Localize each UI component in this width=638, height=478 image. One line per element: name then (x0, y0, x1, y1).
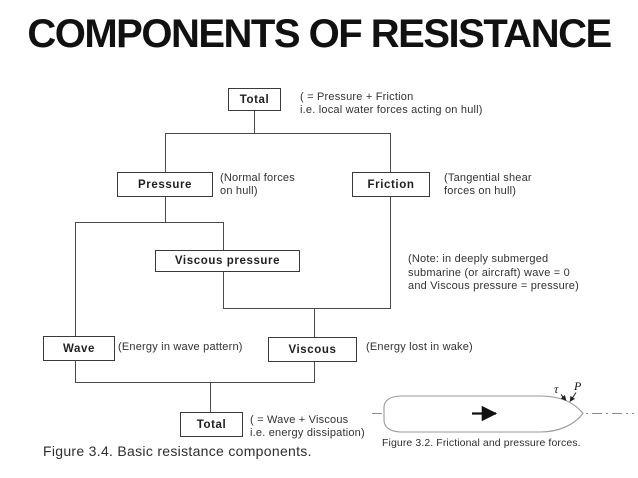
annotation-line: (Tangential shear (444, 172, 532, 184)
node-viscous-label: Viscous (288, 343, 337, 356)
annotation-line: ( = Pressure + Friction (300, 91, 414, 103)
connector-line (314, 362, 316, 382)
node-friction-label: Friction (367, 178, 415, 191)
connector-line (165, 133, 167, 172)
annotation-line: i.e. energy dissipation) (250, 426, 365, 439)
side-note-line: (Note: in deeply submerged (408, 253, 549, 265)
connector-line (390, 197, 392, 309)
tau-pointer-arrow (560, 394, 567, 401)
node-wave-label: Wave (62, 342, 95, 355)
annotation-line: (Energy in wave pattern) (118, 341, 243, 353)
connector-line (314, 308, 316, 337)
node-friction: Friction (352, 172, 430, 197)
side-note: (Note: in deeply submerged submarine (or… (408, 253, 579, 294)
p-pointer-arrow (569, 392, 577, 402)
connector-line (223, 308, 391, 310)
annotation-line: ( = Wave + Viscous (250, 414, 349, 426)
node-pressure-label: Pressure (137, 178, 193, 191)
node-viscous: Viscous (268, 337, 357, 362)
node-wave: Wave (43, 336, 115, 361)
connector-line (210, 382, 212, 412)
node-viscous-pressure-label: Viscous pressure (174, 255, 281, 267)
connector-line (75, 361, 77, 382)
annotation-pressure: (Normal forces on hull) (220, 172, 295, 197)
annotation-line: forces on hull) (444, 184, 517, 197)
annotation-line: (Energy lost in wake) (366, 341, 473, 353)
hull-figure: τ P (372, 379, 634, 433)
annotation-total-bottom: ( = Wave + Viscous i.e. energy dissipati… (250, 414, 365, 439)
annotation-total-top: ( = Pressure + Friction i.e. local water… (300, 91, 483, 116)
connector-line (165, 197, 167, 222)
connector-line (165, 133, 391, 135)
side-note-line: and Viscous pressure = pressure) (408, 280, 579, 292)
slide-title: COMPONENTS OF RESISTANCE (27, 12, 612, 56)
annotation-viscous: (Energy lost in wake) (366, 341, 473, 354)
node-viscous-pressure: Viscous pressure (155, 250, 300, 272)
figure-3-2-caption: Figure 3.2. Frictional and pressure forc… (382, 437, 581, 449)
node-pressure: Pressure (117, 172, 213, 197)
connector-line (223, 222, 225, 250)
tau-label: τ (554, 382, 559, 396)
side-note-line: submarine (or aircraft) wave = 0 (408, 266, 570, 279)
node-total-top: Total (228, 88, 281, 111)
connector-line (390, 133, 392, 172)
annotation-wave: (Energy in wave pattern) (118, 341, 243, 354)
connector-line (75, 222, 224, 224)
annotation-friction: (Tangential shear forces on hull) (444, 172, 532, 197)
connector-line (75, 382, 315, 384)
connector-line (254, 110, 256, 134)
annotation-line: (Normal forces (220, 172, 295, 184)
connector-line (223, 272, 225, 308)
connector-line (75, 222, 77, 336)
p-label: P (573, 379, 582, 393)
annotation-line: i.e. local water forces acting on hull) (300, 103, 483, 116)
annotation-line: on hull) (220, 184, 258, 197)
node-total-bottom-label: Total (196, 418, 227, 431)
node-total-bottom: Total (180, 412, 243, 437)
figure-3-4-caption: Figure 3.4. Basic resistance components. (43, 443, 312, 459)
node-total-top-label: Total (239, 93, 270, 106)
